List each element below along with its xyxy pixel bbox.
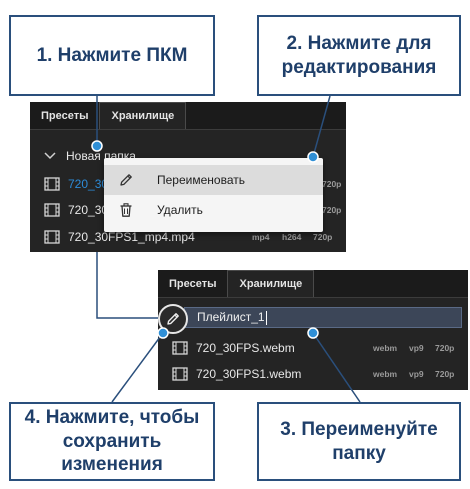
tab-presets[interactable]: Пресеты xyxy=(169,277,217,290)
callout-step-4-line-1: 4. Нажмите, чтобы xyxy=(24,406,200,428)
context-menu: Переименовать Удалить xyxy=(104,158,323,232)
panel-tabs: Пресеты Хранилище xyxy=(158,270,468,298)
file-codec: vp9 xyxy=(409,369,424,379)
file-container: mp4 xyxy=(252,232,270,242)
file-resolution: 720p xyxy=(322,205,342,215)
folder-rename-input[interactable]: Плейлист_1 xyxy=(184,307,462,328)
text-caret xyxy=(265,310,267,325)
film-icon xyxy=(44,230,60,244)
save-rename-button[interactable] xyxy=(158,304,188,334)
trash-icon xyxy=(120,203,132,217)
file-resolution: 720p xyxy=(435,343,455,353)
callout-step-1: 1. Нажмите ПКМ xyxy=(9,15,215,96)
callout-step-3: 3. Переименуйте папку xyxy=(257,402,461,481)
folder-rename-value: Плейлист_1 xyxy=(197,310,265,325)
menu-item-rename[interactable]: Переименовать xyxy=(104,165,323,195)
film-icon xyxy=(44,203,60,217)
tab-presets[interactable]: Пресеты xyxy=(41,109,89,122)
connector-step-4 xyxy=(111,332,164,403)
film-icon xyxy=(172,367,188,381)
list-item[interactable]: 720_30FPS1_mp4.mp4 mp4 h264 720p xyxy=(30,225,346,249)
callout-step-1-text: 1. Нажмите ПКМ xyxy=(36,44,188,66)
file-resolution: 720p xyxy=(435,369,455,379)
file-resolution: 720p xyxy=(322,179,342,189)
list-item[interactable]: 720_30FPS.webm webm vp9 720p xyxy=(158,336,468,360)
file-name: 720_30FPS.webm xyxy=(196,341,295,355)
callout-step-3-line-1: 3. Переименуйте xyxy=(280,418,438,440)
file-container: webm xyxy=(373,369,398,379)
chevron-down-icon[interactable] xyxy=(44,152,56,160)
menu-item-rename-label: Переименовать xyxy=(157,173,245,187)
menu-item-delete[interactable]: Удалить xyxy=(104,195,323,225)
file-resolution: 720p xyxy=(313,232,333,242)
pencil-icon xyxy=(120,174,132,186)
film-icon xyxy=(172,341,188,355)
file-codec: h264 xyxy=(282,232,302,242)
pencil-icon xyxy=(167,313,179,325)
list-item[interactable]: 720_30FPS1.webm webm vp9 720p xyxy=(158,362,468,386)
connector-panels xyxy=(96,252,158,319)
tab-storage[interactable]: Хранилище xyxy=(227,270,315,297)
callout-step-2-line-1: 2. Нажмите для xyxy=(286,32,432,54)
file-name: 720_30FPS1.webm xyxy=(196,367,302,381)
tab-storage[interactable]: Хранилище xyxy=(99,102,187,129)
film-icon xyxy=(44,177,60,191)
callout-step-2-line-2: редактирования xyxy=(281,56,437,78)
callout-step-2: 2. Нажмите для редактирования xyxy=(257,15,461,96)
storage-panel-after: Пресеты Хранилище Плейлист_1 720_30FPS.w… xyxy=(158,270,468,390)
callout-step-4: 4. Нажмите, чтобы сохранить изменения xyxy=(9,402,215,481)
callout-step-3-line-2: папку xyxy=(332,442,386,464)
panel-tabs: Пресеты Хранилище xyxy=(30,102,346,130)
file-codec: vp9 xyxy=(409,343,424,353)
file-container: webm xyxy=(373,343,398,353)
menu-item-delete-label: Удалить xyxy=(157,203,203,217)
file-name: 720_30FPS1_mp4.mp4 xyxy=(68,230,195,244)
callout-step-4-line-2: сохранить изменения xyxy=(61,430,163,476)
